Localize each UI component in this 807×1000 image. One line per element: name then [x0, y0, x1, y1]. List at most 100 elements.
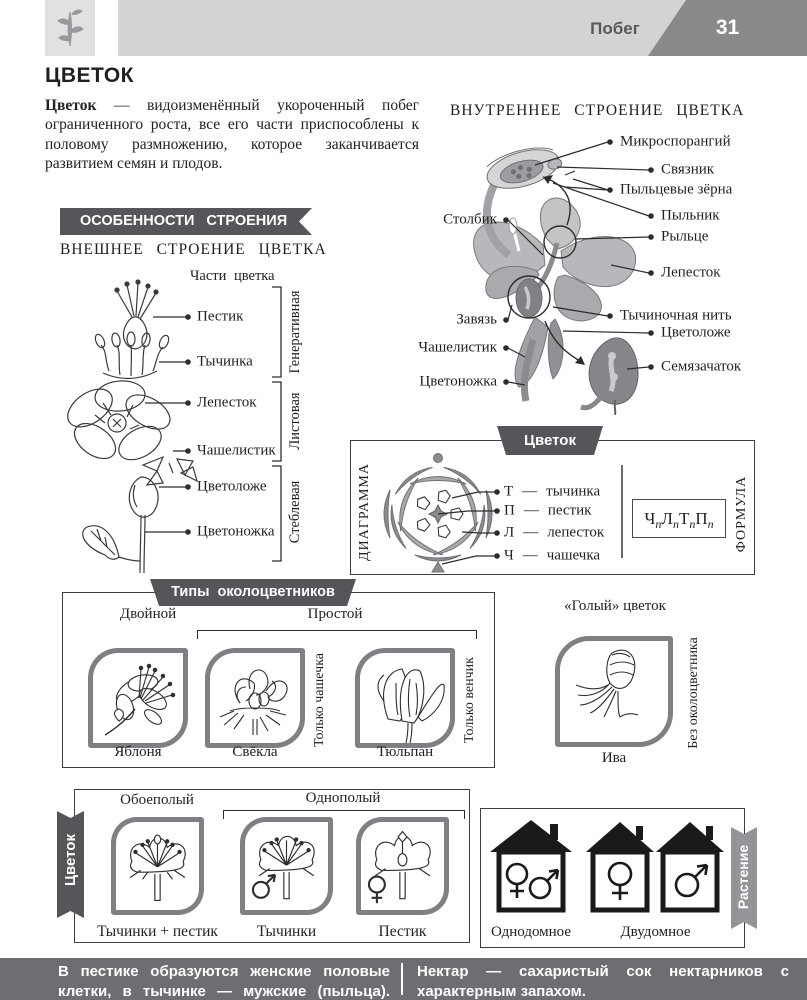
- legend-letter: Т: [504, 483, 514, 500]
- legend-letter: П: [504, 502, 515, 519]
- dioecious-label: Двудомное: [620, 924, 691, 940]
- footer-divider: [401, 963, 403, 995]
- flower-ribbon: [57, 811, 84, 918]
- external-label: Цветоложе: [197, 478, 267, 495]
- internal-structure-illustration: [473, 139, 654, 415]
- internal-label: Связник: [661, 161, 715, 178]
- flower-formula: ЧnЛnТnПn: [632, 499, 726, 538]
- internal-label: Лепесток: [661, 264, 721, 281]
- internal-label: Столбик: [443, 211, 497, 228]
- plant-ribbon: [731, 827, 757, 929]
- flower-parts-title: Части цветка: [190, 268, 275, 284]
- flower-diagram-art: [383, 453, 623, 573]
- intro-term: Цветок: [45, 97, 97, 114]
- group-label-leafy: Листовая: [287, 392, 303, 450]
- chapter-title: Побег: [590, 19, 640, 38]
- female-flower-sketch: [367, 830, 431, 904]
- house-female-icon: [586, 822, 654, 913]
- note-only-calyx: Только чашечка: [312, 652, 327, 748]
- perianth-simple-label: Простой: [307, 606, 363, 622]
- legend-dash: —: [522, 483, 538, 500]
- group-label-generative: Генеративная: [287, 290, 303, 374]
- legend-row: Т — тычинка: [504, 484, 600, 501]
- plant-ribbon-label: Растение: [735, 844, 751, 910]
- bisexual-label: Обоеполый: [120, 792, 194, 808]
- legend-dash: —: [523, 524, 539, 541]
- legend-row: Л—лепесток: [504, 525, 604, 542]
- monoecious-label: Однодомное: [490, 924, 572, 940]
- flower-box-banner: Цветок: [497, 426, 603, 455]
- tile-caption: Ива: [601, 750, 627, 766]
- internal-label: Чашелистик: [418, 339, 497, 356]
- footer-bar: [0, 958, 807, 1000]
- note-only-corolla: Только венчик: [462, 657, 477, 743]
- house-monoecious-icon: [490, 820, 572, 913]
- formula-sub: n: [672, 517, 679, 532]
- internal-label: Тычиночная нить: [620, 307, 732, 324]
- simple-bracket: [197, 630, 477, 639]
- house-male-icon: [656, 822, 724, 913]
- legend-name: тычинка: [546, 483, 601, 500]
- external-label: Лепесток: [197, 394, 257, 411]
- formula-letter: П: [695, 509, 708, 528]
- naked-flower-label: «Голый» цветок: [564, 598, 666, 614]
- beet-flower-sketch: [219, 669, 288, 735]
- group-label-stem: Стеблевая: [287, 480, 303, 544]
- chapter-logo-box: [45, 0, 95, 56]
- apple-blossom-sketch: [104, 663, 176, 736]
- formula-letter: Т: [678, 509, 690, 528]
- external-heading: ВНЕШНЕЕ СТРОЕНИЕ ЦВЕТКА: [60, 241, 327, 258]
- diagram-vertical-label: ДИАГРАММА: [357, 463, 372, 561]
- male-icon: [674, 872, 700, 898]
- formula-letter: Ч: [644, 509, 656, 528]
- external-label: Тычинка: [197, 353, 253, 370]
- tile-bisexual-flower: [111, 817, 204, 915]
- internal-label: Цветоножка: [419, 373, 497, 390]
- tile-male-flower: [240, 817, 333, 915]
- external-structure-sketch: [67, 279, 282, 574]
- intro-paragraph: Цветок — видоизменённый укороченный побе…: [45, 96, 419, 173]
- legend-dash: —: [522, 547, 538, 564]
- willow-catkin-sketch: [575, 649, 639, 718]
- formula-vertical-label: ФОРМУЛА: [734, 475, 749, 553]
- legend-letter: Ч: [504, 547, 514, 564]
- tile-female-flower: [356, 817, 449, 915]
- tile-caption: Тюльпан: [376, 744, 434, 760]
- internal-label: Семязачаток: [661, 358, 742, 375]
- unisexual-label: Однополый: [305, 790, 381, 806]
- male-flower-sketch: [251, 835, 315, 900]
- female-icon: [367, 875, 386, 904]
- internal-label: Микроспорангий: [620, 133, 731, 150]
- perianth-banner: Типы околоцветников: [150, 579, 356, 606]
- tile-tulip: [355, 648, 455, 748]
- external-label: Пестик: [197, 308, 244, 325]
- external-label: Цветоножка: [197, 523, 275, 540]
- footer-note-left: В пестике образуются женские половые кле…: [58, 963, 390, 1000]
- tile-caption: Яблоня: [114, 744, 162, 760]
- legend-name: чашечка: [546, 547, 601, 564]
- intro-text: — видоизменённый укороченный побег огран…: [45, 97, 419, 172]
- features-banner: ОСОБЕННОСТИ СТРОЕНИЯ: [60, 208, 312, 235]
- footer-note-right: Нектар — сахаристый сок нектарников с ха…: [417, 963, 789, 1000]
- male-icon: [251, 873, 277, 899]
- plant-sprig-icon: [57, 9, 84, 47]
- male-icon: [528, 876, 552, 900]
- note-no-perianth: Без околоцветника: [686, 637, 701, 749]
- formula-sub: n: [689, 517, 696, 532]
- internal-heading: ВНУТРЕННЕЕ СТРОЕНИЕ ЦВЕТКА: [450, 102, 745, 119]
- legend-dash: —: [523, 502, 539, 519]
- internal-label: Завязь: [456, 311, 497, 328]
- tile-caption: Свёкла: [232, 744, 278, 760]
- page-title: ЦВЕТОК: [45, 64, 134, 87]
- perianth-double-label: Двойной: [119, 606, 177, 622]
- sex-caption: Тычинки: [256, 923, 317, 940]
- internal-label: Пыльник: [661, 207, 720, 224]
- group-brackets: [272, 286, 282, 562]
- formula-sub: n: [707, 517, 714, 532]
- unisexual-bracket: [223, 810, 465, 819]
- internal-label: Пыльцевые зёрна: [620, 181, 733, 198]
- legend-name: пестик: [547, 502, 592, 519]
- tile-apple: [88, 648, 188, 748]
- tile-beet: [205, 648, 305, 748]
